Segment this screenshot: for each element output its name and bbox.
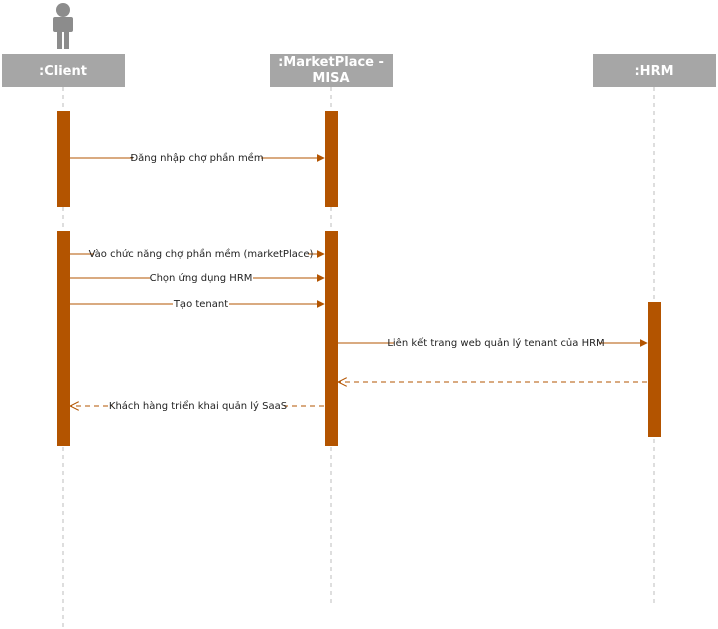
participant-client: :Client: [2, 54, 125, 87]
message-link-tenant-web-label: Liên kết trang web quản lý tenant của HR…: [387, 337, 604, 349]
activation-client-1: [57, 111, 70, 207]
participant-marketplace-label-line2: MISA: [312, 71, 349, 86]
participant-hrm-label: :HRM: [634, 64, 673, 79]
participant-client-label: :Client: [39, 64, 87, 79]
message-create-tenant-label: Tạo tenant: [173, 299, 228, 310]
message-select-hrm-label: Chọn ứng dụng HRM: [150, 272, 253, 284]
participant-hrm: :HRM: [593, 54, 716, 87]
message-login-label: Đăng nhập chợ phần mềm: [130, 152, 263, 164]
message-deploy-saas-label: Khách hàng triển khai quản lý SaaS: [109, 399, 287, 412]
participant-marketplace-label-line1: :MarketPlace -: [278, 55, 384, 70]
message-deploy-saas: Khách hàng triển khai quản lý SaaS: [71, 399, 324, 412]
message-select-hrm: Chọn ứng dụng HRM: [70, 271, 325, 284]
participant-marketplace: :MarketPlace - MISA: [270, 54, 393, 87]
activation-marketplace-1: [325, 111, 338, 207]
activation-hrm: [648, 302, 661, 437]
message-login: Đăng nhập chợ phần mềm: [70, 151, 325, 164]
actor-person-icon: [53, 3, 73, 49]
message-create-tenant: Tạo tenant: [70, 297, 325, 310]
message-open-marketplace-label: Vào chức năng chợ phần mềm (marketPlace): [89, 248, 314, 260]
activation-client-2: [57, 231, 70, 446]
message-open-marketplace: Vào chức năng chợ phần mềm (marketPlace): [70, 247, 325, 260]
activation-marketplace-2: [325, 231, 338, 446]
message-link-tenant-web: Liên kết trang web quản lý tenant của HR…: [338, 336, 648, 349]
